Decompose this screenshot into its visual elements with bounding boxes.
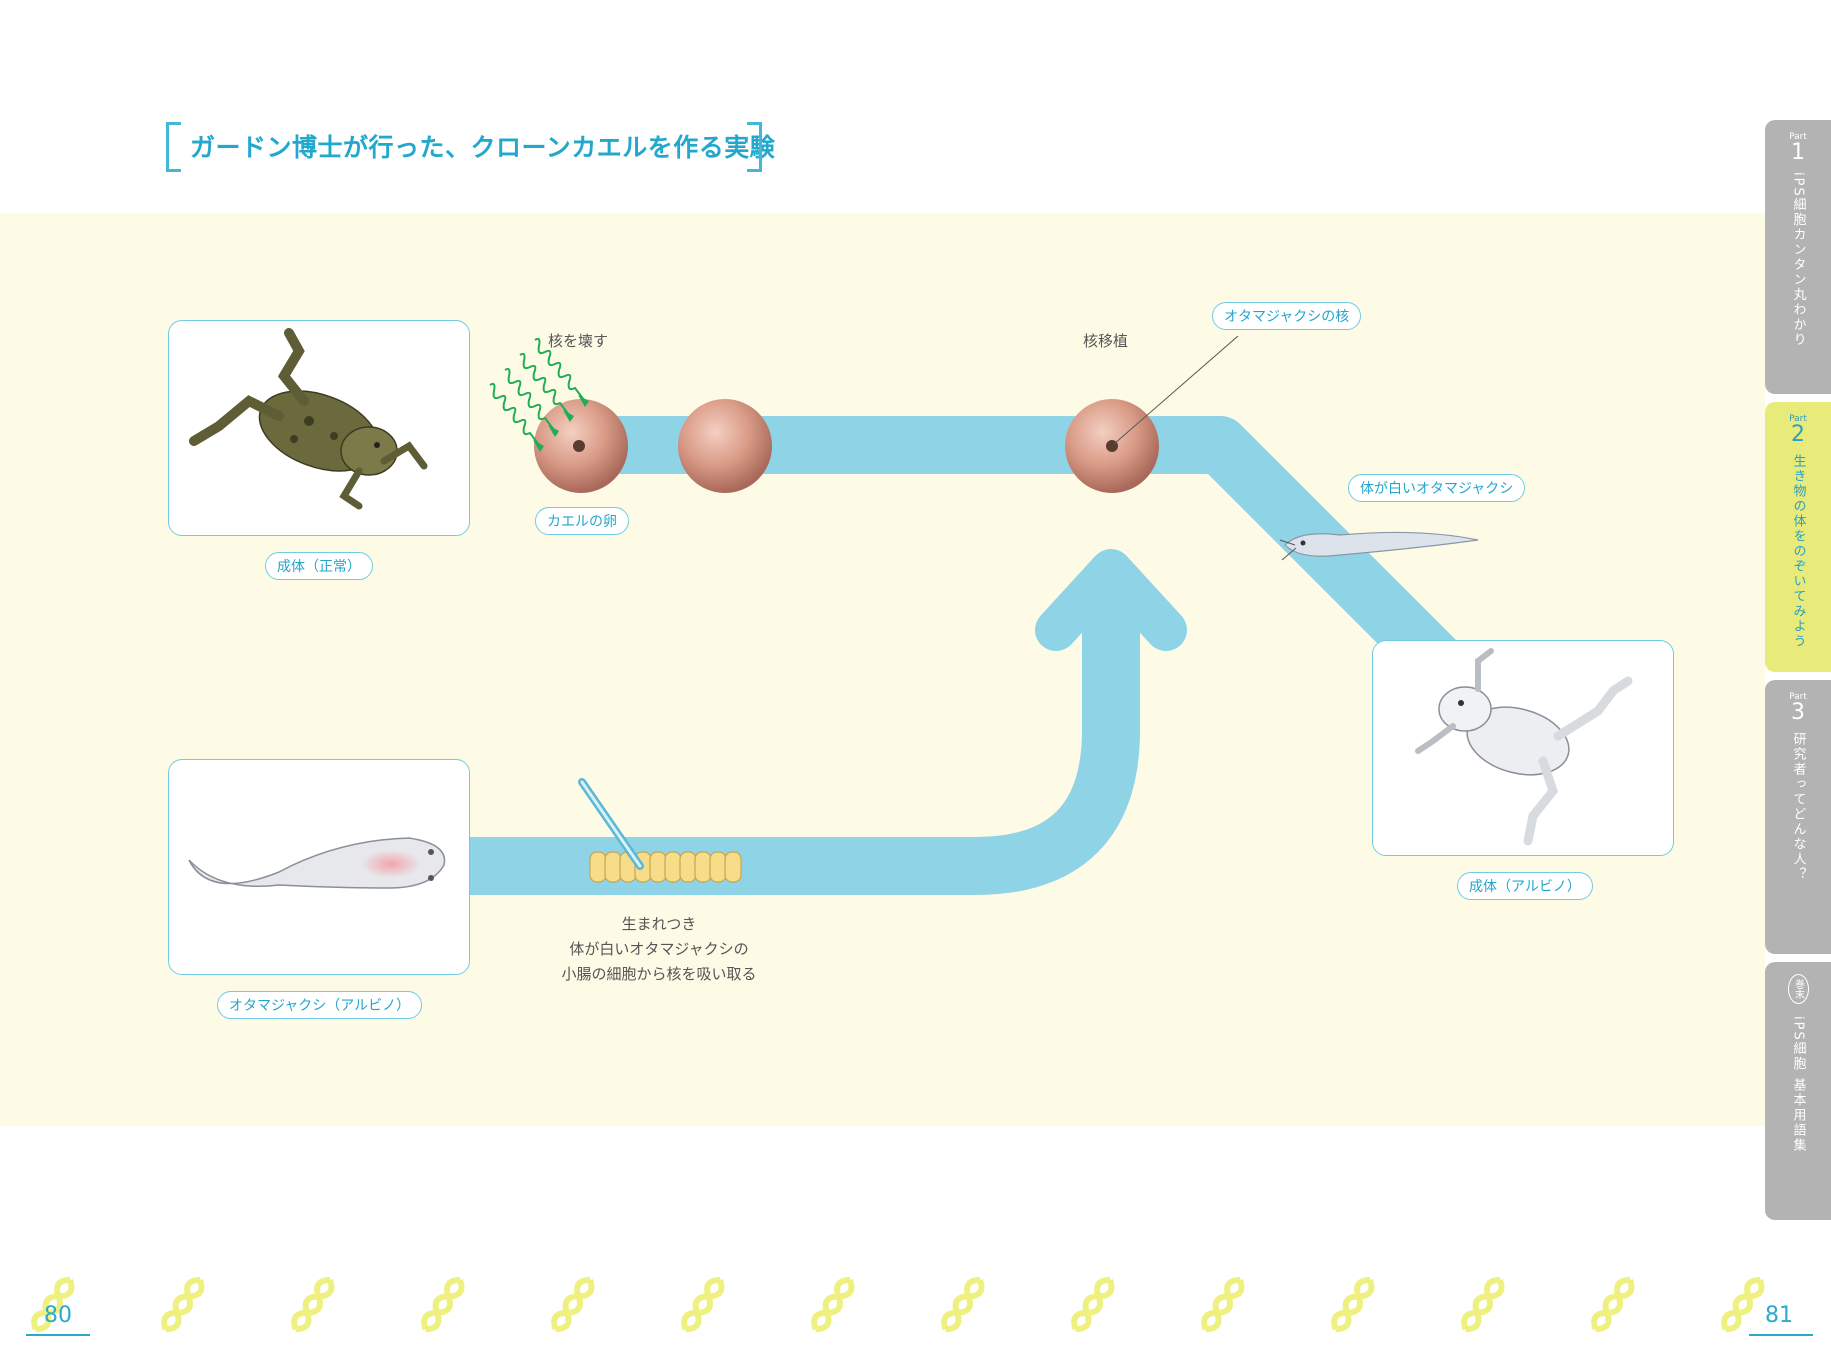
label-white-tadpole: 体が白いオタマジャクシ <box>1348 474 1525 502</box>
caption-line-1: 生まれつき <box>548 912 770 937</box>
page-number-left: 80 <box>44 1303 72 1328</box>
tab-part-1[interactable]: Part 1 iPS細胞カンタン丸わかり <box>1765 120 1831 394</box>
egg-2 <box>678 399 772 493</box>
label-destroy-nucleus: 核を壊す <box>548 330 608 351</box>
caption-nucleus-extraction: 生まれつき 体が白いオタマジャクシの 小腸の細胞から核を吸い取る <box>548 912 770 987</box>
dna-helix <box>1590 1276 1636 1333</box>
dna-helix <box>550 1276 596 1333</box>
page-number-right-rule <box>1749 1334 1813 1336</box>
caption-line-2: 体が白いオタマジャクシの <box>548 937 770 962</box>
dna-helix <box>1070 1276 1116 1333</box>
egg-1-nucleus <box>573 440 585 452</box>
card-tadpole-albino <box>168 759 470 975</box>
albino-tadpole-illustration <box>169 760 469 974</box>
label-adult-albino: 成体（アルビノ） <box>1457 872 1593 900</box>
page-number-left-rule <box>26 1334 90 1336</box>
label-adult-normal: 成体（正常） <box>265 552 373 580</box>
card-adult-normal <box>168 320 470 536</box>
label-tadpole-nucleus: オタマジャクシの核 <box>1212 302 1361 330</box>
caption-line-3: 小腸の細胞から核を吸い取る <box>548 962 770 987</box>
dna-helix <box>420 1276 466 1333</box>
normal-frog-illustration <box>169 321 469 535</box>
albino-frog-illustration <box>1373 641 1673 855</box>
dna-footer-pattern <box>0 1270 1831 1350</box>
white-tadpole-illustration <box>1280 532 1478 560</box>
dna-helix <box>810 1276 856 1333</box>
label-frog-egg: カエルの卵 <box>535 507 629 535</box>
dna-helix <box>940 1276 986 1333</box>
dna-helix <box>160 1276 206 1333</box>
dna-helix <box>1200 1276 1246 1333</box>
dna-helix <box>1720 1276 1766 1333</box>
card-adult-albino <box>1372 640 1674 856</box>
dna-helix <box>680 1276 726 1333</box>
dna-helix <box>1330 1276 1376 1333</box>
intestine-cells <box>590 852 741 882</box>
label-nuclear-transfer: 核移植 <box>1083 330 1128 351</box>
appendix-seal: 巻末 <box>1788 974 1809 1004</box>
page-number-right: 81 <box>1765 1303 1793 1328</box>
tab-part-3[interactable]: Part 3 研究者ってどんな人？ <box>1765 680 1831 954</box>
path-lower <box>468 600 1111 866</box>
dna-helix <box>1460 1276 1506 1333</box>
tab-part-2[interactable]: Part 2 生き物の体をのぞいてみよう <box>1765 402 1831 672</box>
dna-helix <box>290 1276 336 1333</box>
tab-appendix[interactable]: 巻末 iPS細胞 基本用語集 <box>1765 962 1831 1220</box>
label-tadpole-albino: オタマジャクシ（アルビノ） <box>217 991 422 1019</box>
